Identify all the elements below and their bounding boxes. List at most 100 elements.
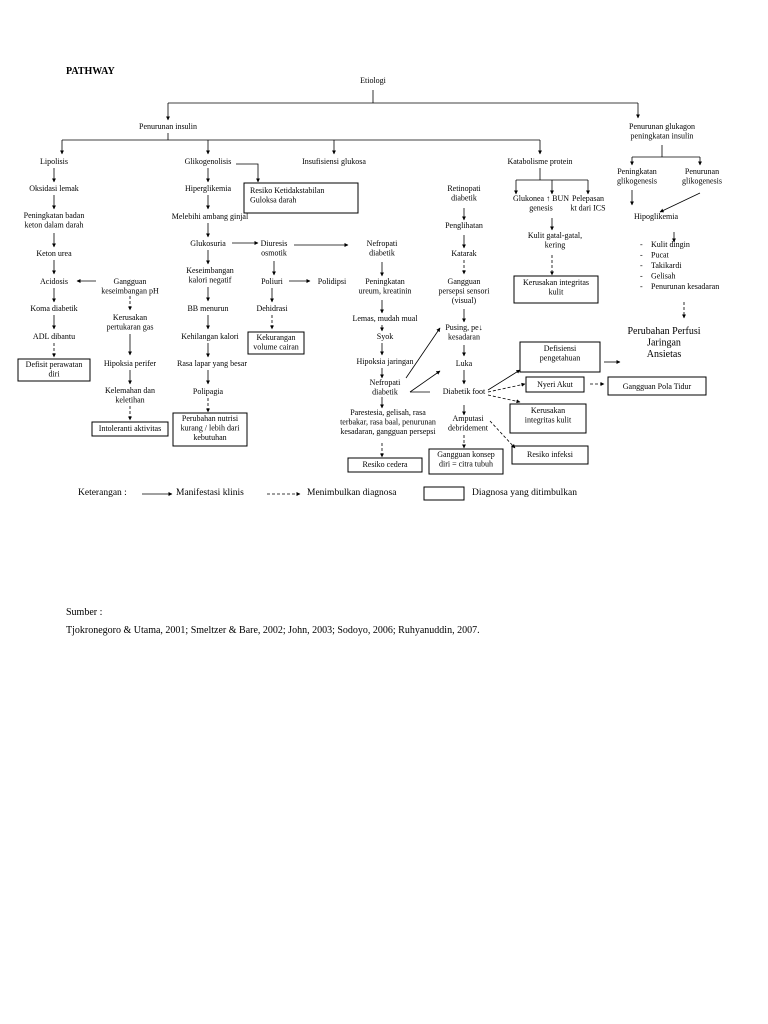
node-nyeri: Nyeri Akut [537, 380, 574, 389]
edge-foot-hipoksia [409, 370, 441, 393]
legend-solid-text: Manifestasi klinis [176, 487, 244, 498]
node-oksidasi: Oksidasi lemak [29, 184, 79, 193]
node-glikogenolisis: Glikogenolisis [185, 157, 232, 166]
node-gejala-2: Takikardi [651, 261, 682, 270]
symptom-dash: - [640, 251, 643, 260]
gangguan-konsep-box [428, 448, 504, 475]
edge-nefropati-pusing [405, 327, 441, 379]
gangguan-tidur-box [607, 376, 707, 396]
node-lipolisis: Lipolisis [40, 157, 68, 166]
node-keton-urea: Keton urea [36, 249, 72, 258]
node-rasa-lapar: Rasa lapar yang besar [177, 359, 247, 368]
node-dehidrasi: Dehidrasi [256, 304, 288, 313]
node-polidipsi: Polidipsi [318, 277, 347, 286]
node-syok: Syok [377, 332, 393, 341]
symptom-dash: - [640, 272, 643, 281]
node-katabolisme: Katabolisme protein [507, 157, 572, 166]
intoleransi-box [91, 421, 169, 437]
node-penglihatan: Penglihatan [445, 221, 483, 230]
node-luka: Luka [456, 359, 473, 368]
node-kehilangan-kalori: Kehilangan kalori [181, 332, 239, 341]
legend-label: Keterangan : [78, 488, 127, 498]
node-etiologi: Etiologi [360, 76, 387, 85]
source-label: Sumber : [66, 607, 103, 618]
node-polipagia: Polipagia [193, 387, 224, 396]
node-kulit-gatal: Kulit gatal-gatal,kering [528, 231, 582, 250]
symptom-dash: - [640, 240, 643, 249]
node-glukosuria: Glukosuria [190, 239, 226, 248]
edge-penurunan-hipo [659, 192, 701, 213]
node-diabetic-foot: Diabetik foot [443, 387, 486, 396]
edge-glikogenolisis-resiko [236, 163, 260, 183]
connector-lines [52, 90, 702, 458]
node-gangguan-tidur: Gangguan Pola Tidur [623, 382, 692, 391]
node-gejala-4: Penurunan kesadaran [651, 282, 719, 291]
node-gejala-0: Kulit dingin [651, 240, 690, 249]
edge-foot-nyeri [487, 382, 526, 393]
node-lemas: Lemas, mudah mual [352, 314, 418, 323]
node-penurunan-insulin: Penurunan insulin [139, 122, 197, 131]
node-hipoksia-perifer: Hipoksia perifer [104, 359, 157, 368]
node-pusing: Pusing, pe↓kesadaran [445, 323, 482, 342]
resiko-cedera-box [347, 457, 423, 473]
resiko-ketidakstabilan-box [243, 182, 359, 214]
defisit-box [17, 358, 91, 382]
node-gejala-1: Pucat [651, 251, 670, 260]
node-insufisiensi: Insufisiensi glukosa [302, 157, 366, 166]
node-resiko-cedera: Resiko cedera [362, 460, 408, 469]
defisiensi-box [519, 341, 601, 373]
page-title: PATHWAY [66, 66, 115, 77]
node-melebihi: Melebihi ambang ginjal [172, 212, 249, 221]
node-adl: ADL dibantu [33, 332, 75, 341]
edge-foot-defisiensi [487, 369, 521, 391]
node-poliuri: Poliuri [261, 277, 284, 286]
diagnosis-boxes [17, 182, 707, 475]
node-bb-menurun: BB menurun [187, 304, 228, 313]
node-koma: Koma diabetik [30, 304, 77, 313]
nyeri-box [525, 376, 585, 393]
legend-box-text: Diagnosa yang ditimbulkan [472, 488, 577, 498]
symptom-dash: - [640, 261, 643, 270]
node-hipoksia-jaringan: Hipoksia jaringan [356, 357, 413, 366]
node-acidosis: Acidosis [40, 277, 68, 286]
node-resiko-infeksi: Resiko infeksi [527, 450, 574, 459]
kerusakan-integritas-1-box [513, 275, 599, 304]
node-gejala-3: Gelisah [651, 272, 675, 281]
node-hiperglikemia: Hiperglikemia [185, 184, 232, 193]
perubahan-nutrisi-box [172, 412, 248, 447]
node-katarak: Katarak [451, 249, 476, 258]
node-hipoglikemia: Hipoglikemia [634, 212, 678, 221]
kekurangan-cairan-box [247, 331, 305, 355]
legend-box [423, 486, 465, 501]
edge-amputasi-infeksi [489, 420, 516, 449]
